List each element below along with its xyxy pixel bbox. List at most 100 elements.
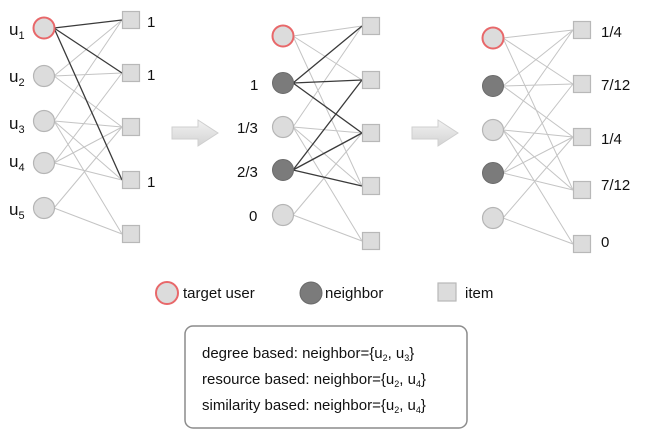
edge xyxy=(502,85,574,138)
panel-3-item-node xyxy=(572,180,592,200)
item-score-2: 1 xyxy=(147,67,155,84)
item-score-4: 1 xyxy=(147,174,155,191)
edge xyxy=(502,37,574,85)
highlighted-edge xyxy=(292,25,363,84)
edge xyxy=(53,120,123,235)
edge xyxy=(292,25,363,128)
edge xyxy=(502,129,574,138)
panel-1-item-node xyxy=(121,117,141,137)
user-label-2: u2 xyxy=(9,67,25,89)
edge xyxy=(53,19,123,122)
panel-1-item-node xyxy=(121,10,141,30)
panel-2-item-node xyxy=(361,123,381,143)
user-score-3: 1/3 xyxy=(237,120,258,137)
panel-1-target-user-node xyxy=(32,16,56,40)
panel-1-user-node xyxy=(32,196,56,220)
legend-target-user-label: target user xyxy=(183,285,255,302)
item-final-score-3: 1/4 xyxy=(601,131,622,148)
user-label-4: u4 xyxy=(9,152,25,174)
panel-1-user-node xyxy=(32,64,56,88)
edge xyxy=(53,72,123,164)
panel-3-user-node xyxy=(481,118,505,142)
edge xyxy=(53,72,123,77)
panel-2-item-node xyxy=(361,176,381,196)
edge xyxy=(502,136,574,219)
highlighted-edge xyxy=(53,27,123,181)
legend-item-label: item xyxy=(465,285,493,302)
panel-2-user-scores: 1 1/3 2/3 0 xyxy=(237,77,258,225)
arrow-right-icon xyxy=(411,119,459,147)
edge xyxy=(502,217,574,245)
item-legend-icon xyxy=(437,282,457,302)
edges-layer xyxy=(53,19,574,245)
edge xyxy=(53,207,123,235)
panel-3-item-node xyxy=(572,127,592,147)
item-final-score-5: 0 xyxy=(601,234,609,251)
panel-2-item-node xyxy=(361,70,381,90)
edge xyxy=(53,19,123,77)
highlighted-edge xyxy=(292,82,363,134)
panel-2-target-user-node xyxy=(271,24,295,48)
panel-2-item-node xyxy=(361,16,381,36)
panel-1-item-node xyxy=(121,170,141,190)
highlighted-edge xyxy=(53,27,123,74)
edge xyxy=(292,35,363,81)
panel-2-user-node xyxy=(271,115,295,139)
user-label-5: u5 xyxy=(9,200,25,222)
edge xyxy=(53,120,123,181)
summary-resource-line: resource based: neighbor={u2, u4} xyxy=(202,371,426,389)
edge xyxy=(53,75,123,128)
user-label-3: u3 xyxy=(9,114,25,136)
edge xyxy=(502,37,574,191)
panel-3-item-node xyxy=(572,234,592,254)
item-score-1: 1 xyxy=(147,14,155,31)
edge xyxy=(502,83,574,87)
edge xyxy=(292,214,363,242)
panel-1-user-node xyxy=(32,151,56,175)
highlighted-edge xyxy=(292,132,363,171)
panel-2-neighbor-user-node xyxy=(272,72,294,94)
edge xyxy=(502,29,574,87)
panel-3-neighbor-user-node xyxy=(482,162,504,184)
panel-1-item-node xyxy=(121,63,141,83)
panel-1-item-labels: 1 1 1 xyxy=(147,14,155,191)
edge xyxy=(53,120,123,128)
user-label-1: u1 xyxy=(9,20,25,42)
panel-3-user-node xyxy=(481,206,505,230)
edge xyxy=(502,136,574,174)
panel-2-user-node xyxy=(271,203,295,227)
edge xyxy=(292,25,363,37)
panel-3-neighbor-user-node xyxy=(482,75,504,97)
edge xyxy=(53,126,123,164)
summary-degree-line: degree based: neighbor={u2, u3} xyxy=(202,345,414,363)
edge xyxy=(502,172,574,191)
panel-3-item-node xyxy=(572,20,592,40)
highlighted-edge xyxy=(292,79,363,171)
user-score-5: 0 xyxy=(249,208,257,225)
panel-1-user-labels: u1 u2 u3 u4 u5 xyxy=(9,20,25,222)
edge xyxy=(53,126,123,209)
summary-similarity-line: similarity based: neighbor={u2, u4} xyxy=(202,397,426,415)
panel-1-item-node xyxy=(121,224,141,244)
nodes-layer xyxy=(32,10,592,254)
edge xyxy=(502,129,574,191)
panel-3-item-node xyxy=(572,74,592,94)
edge xyxy=(502,29,574,39)
highlighted-edge xyxy=(292,169,363,187)
edge xyxy=(292,126,363,242)
panel-2-neighbor-user-node xyxy=(272,159,294,181)
user-score-4: 2/3 xyxy=(237,164,258,181)
item-final-score-2: 7/12 xyxy=(601,77,630,94)
edge xyxy=(502,129,574,245)
edge xyxy=(292,132,363,216)
panel-1-user-node xyxy=(32,109,56,133)
edge xyxy=(53,162,123,181)
legend: target user neighbor item xyxy=(155,281,493,305)
arrow-right-icon xyxy=(171,119,219,147)
panel-2-item-node xyxy=(361,231,381,251)
edge xyxy=(292,126,363,187)
item-final-score-1: 1/4 xyxy=(601,24,622,41)
panel-3-item-scores: 1/4 7/12 1/4 7/12 0 xyxy=(601,24,630,251)
